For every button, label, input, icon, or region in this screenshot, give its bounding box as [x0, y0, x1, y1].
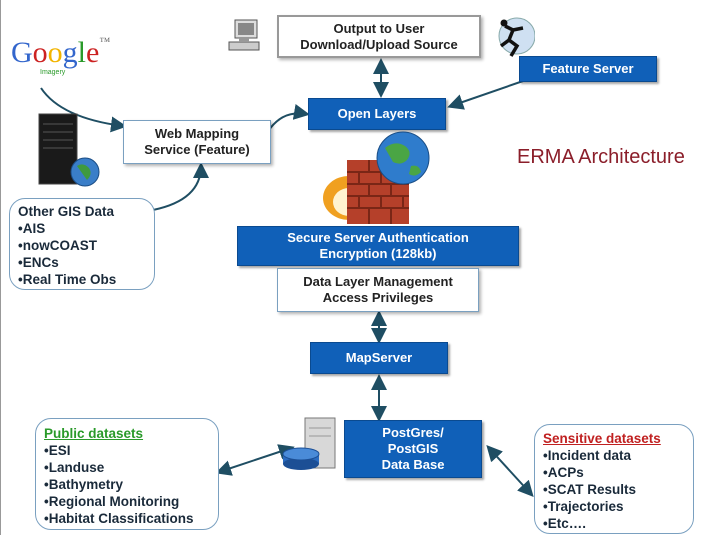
sensitive-datasets-box: Sensitive datasets •Incident data •ACPs …: [534, 424, 694, 534]
runner-globe-icon: [491, 16, 536, 65]
public-dataset-item: •Bathymetry: [44, 477, 124, 492]
other-gis-heading: Other GIS Data: [18, 204, 115, 219]
secure-server-box: Secure Server Authentication Encryption …: [237, 226, 519, 266]
public-dataset-item: •Habitat Classifications: [44, 511, 194, 526]
arrow-featureserver-openlayers: [447, 79, 527, 110]
sensitive-dataset-item: •ACPs: [543, 465, 584, 480]
arrow-wms-openlayers: [268, 104, 310, 131]
google-logo-letter: o: [47, 36, 63, 69]
computer-icon: [227, 18, 269, 63]
postgres-line-3: Data Base: [381, 457, 445, 472]
arrow-postgres-sensitive: [486, 445, 534, 497]
arrow-othergis-wms: [152, 162, 209, 211]
globe-icon: [375, 130, 431, 191]
public-datasets-box: Public datasets •ESI •Landuse •Bathymetr…: [35, 418, 219, 530]
other-gis-data-box: Other GIS Data •AIS •nowCOAST •ENCs •Rea…: [9, 198, 155, 290]
data-layer-line-2: Access Privileges: [322, 290, 434, 305]
public-dataset-item: •ESI: [44, 443, 71, 458]
google-imagery-logo: Google™ Imagery: [11, 36, 111, 76]
server-rack-icon: [33, 110, 103, 195]
mapserver-label: MapServer: [345, 350, 413, 365]
sensitive-datasets-heading: Sensitive datasets: [543, 431, 661, 446]
other-gis-item: •nowCOAST: [18, 238, 97, 253]
open-layers-label: Open Layers: [337, 106, 417, 121]
sensitive-dataset-item: •Incident data: [543, 448, 631, 463]
sensitive-dataset-item: •SCAT Results: [543, 482, 636, 497]
feature-server-label: Feature Server: [542, 61, 634, 76]
public-datasets-heading: Public datasets: [44, 426, 144, 441]
other-gis-item: •AIS: [18, 221, 46, 236]
arrow-public-postgres: [215, 444, 295, 476]
google-logo-letter: o: [32, 36, 48, 69]
google-logo-letter: e: [86, 36, 100, 69]
web-mapping-service-box: Web Mapping Service (Feature): [123, 120, 271, 164]
feature-server-box: Feature Server: [519, 56, 657, 82]
open-layers-box: Open Layers: [308, 98, 446, 130]
secure-line-2: Encryption (128kb): [319, 246, 437, 261]
public-dataset-item: •Landuse: [44, 460, 105, 475]
postgres-line-2: PostGIS: [387, 441, 439, 456]
google-logo-letter: l: [77, 36, 87, 69]
wms-line-2: Service (Feature): [144, 142, 250, 157]
other-gis-item: •ENCs: [18, 255, 59, 270]
sensitive-dataset-item: •Etc….: [543, 516, 586, 531]
other-gis-item: •Real Time Obs: [18, 272, 117, 287]
wms-line-1: Web Mapping: [154, 126, 240, 141]
database-server-icon: [279, 414, 349, 483]
mapserver-box: MapServer: [310, 342, 448, 374]
data-layer-line-1: Data Layer Management: [303, 274, 453, 289]
postgres-database-box: PostGres/ PostGIS Data Base: [344, 420, 482, 478]
google-logo-letter: G: [11, 36, 33, 69]
secure-line-1: Secure Server Authentication: [287, 230, 469, 245]
google-logo-tm: ™: [99, 36, 111, 48]
output-to-user-box: Output to User Download/Upload Source: [277, 15, 481, 58]
sensitive-dataset-item: •Trajectories: [543, 499, 624, 514]
data-layer-management-box: Data Layer Management Access Privileges: [277, 268, 479, 312]
google-logo-subtitle: Imagery: [40, 69, 66, 76]
output-line-1: Output to User: [333, 20, 425, 36]
postgres-line-1: PostGres/: [382, 425, 444, 440]
diagram-title: ERMA Architecture: [517, 146, 685, 168]
public-dataset-item: •Regional Monitoring: [44, 494, 180, 509]
output-line-2: Download/Upload Source: [300, 36, 458, 52]
google-logo-letter: g: [62, 36, 78, 69]
arrow-google-wms: [40, 87, 127, 133]
